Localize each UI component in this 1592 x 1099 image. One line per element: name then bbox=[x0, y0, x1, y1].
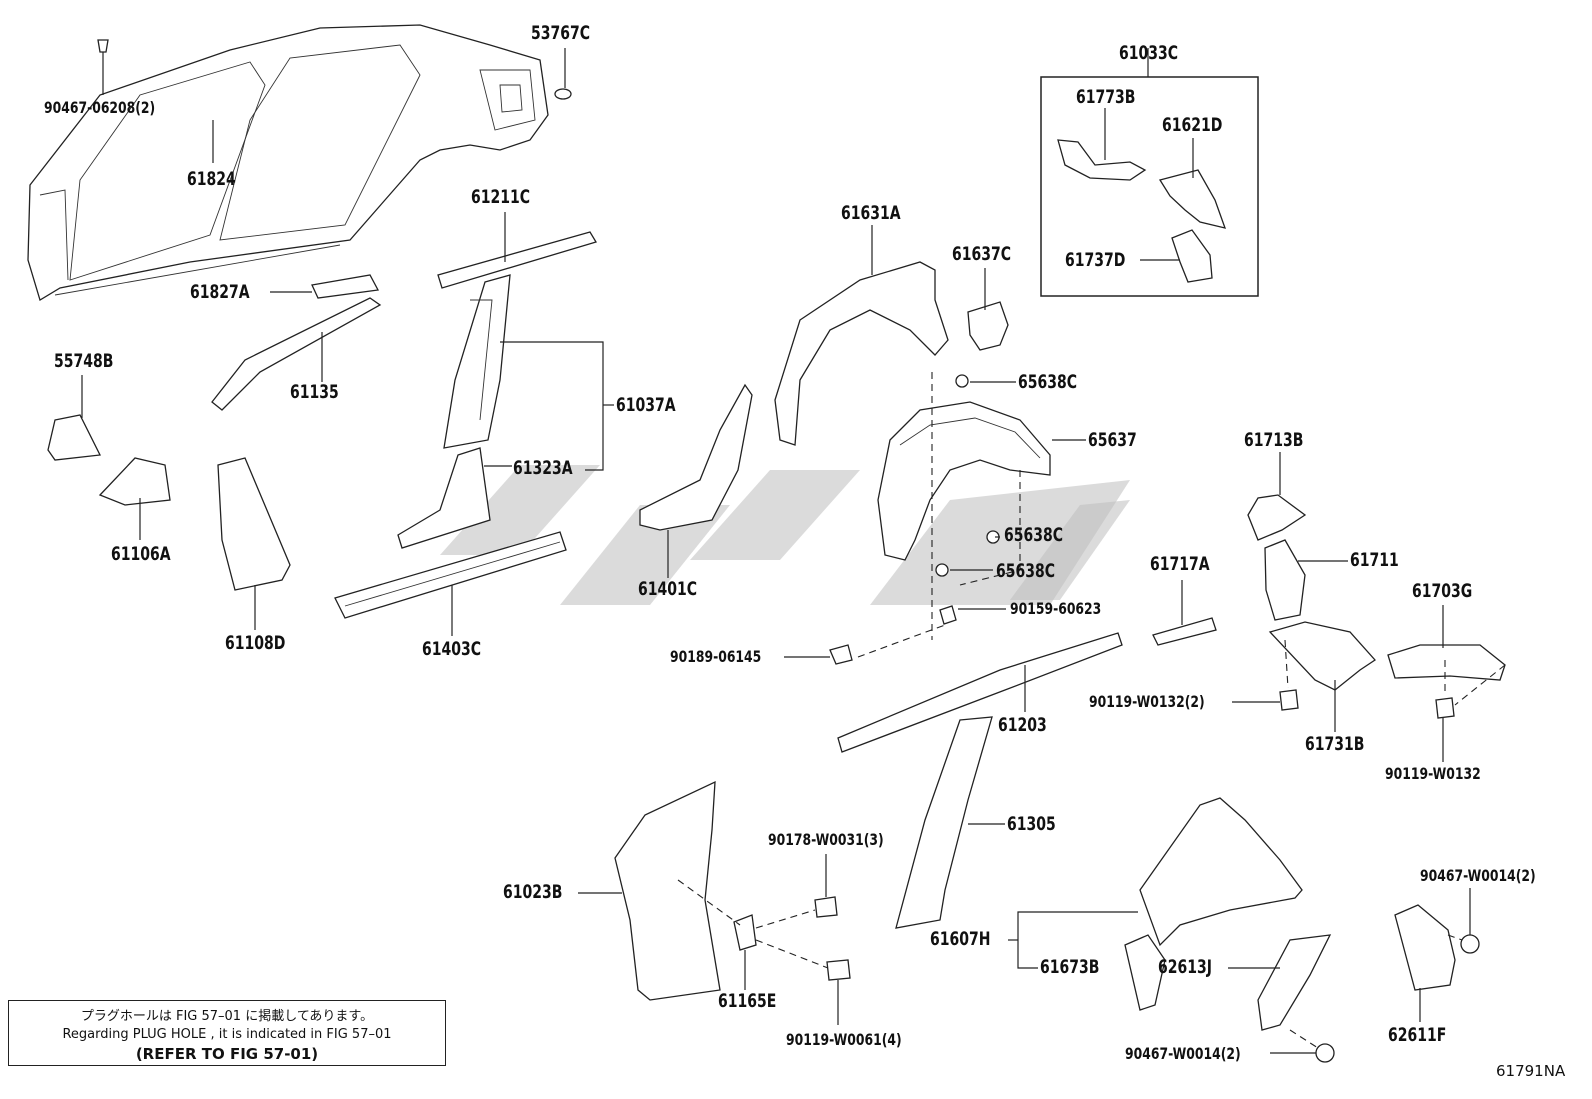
label-61717A: 61717A bbox=[1150, 553, 1210, 575]
label-55748B: 55748B bbox=[54, 350, 114, 372]
part-61305-shape bbox=[895, 716, 993, 929]
part-62611F-shape bbox=[1394, 904, 1456, 991]
label-61637C: 61637C bbox=[952, 243, 1012, 265]
clip-90189-06145-shape bbox=[829, 644, 853, 665]
label-61037A: 61037A bbox=[616, 394, 676, 416]
label-62611F: 62611F bbox=[1388, 1024, 1447, 1046]
label-61711: 61711 bbox=[1350, 549, 1399, 571]
label-65638C-1: 65638C bbox=[1018, 371, 1078, 393]
clip-90467-06208-shape bbox=[97, 39, 109, 53]
part-61203-shape bbox=[837, 632, 1123, 753]
label-90189-06145: 90189-06145 bbox=[670, 647, 762, 666]
bolt-90178-W0031-shape bbox=[814, 896, 838, 918]
label-61203: 61203 bbox=[998, 714, 1047, 736]
label-65638C-3: 65638C bbox=[996, 560, 1056, 582]
part-61108D-shape bbox=[217, 457, 291, 591]
diagram-code: 61791NA bbox=[1496, 1062, 1566, 1080]
note-line-english: Regarding PLUG HOLE , it is indicated in… bbox=[62, 1027, 392, 1042]
label-61135: 61135 bbox=[290, 381, 339, 403]
part-61717A-shape bbox=[1152, 617, 1217, 646]
label-61403C: 61403C bbox=[422, 638, 482, 660]
label-65637: 65637 bbox=[1088, 429, 1137, 451]
part-61323A-shape bbox=[397, 447, 491, 549]
label-90159-60623: 90159-60623 bbox=[1010, 599, 1102, 618]
part-61607H-shape bbox=[1139, 797, 1303, 947]
part-61037A-shape bbox=[443, 274, 511, 449]
note-line-refer: (REFER TO FIG 57-01) bbox=[135, 1045, 319, 1063]
part-61135-shape bbox=[211, 297, 382, 411]
label-61323A: 61323A bbox=[513, 457, 573, 479]
label-61713B: 61713B bbox=[1244, 429, 1304, 451]
label-90467-06208: 90467-06208(2) bbox=[44, 98, 156, 117]
part-61023B-shape bbox=[614, 780, 721, 1001]
bolt-90467-W0014-shape-b bbox=[1315, 1043, 1335, 1063]
part-61731B-shape bbox=[1268, 621, 1376, 691]
label-61673B: 61673B bbox=[1040, 956, 1100, 978]
label-62613J: 62613J bbox=[1158, 956, 1212, 978]
label-61108D: 61108D bbox=[225, 632, 286, 654]
label-61703G: 61703G bbox=[1412, 580, 1473, 602]
label-61023B: 61023B bbox=[503, 881, 563, 903]
label-53767C: 53767C bbox=[531, 22, 591, 44]
part-61737D-shape bbox=[1171, 229, 1213, 283]
label-90178-W0031: 90178-W0031(3) bbox=[768, 830, 884, 849]
part-61401C-shape bbox=[639, 383, 753, 531]
note-line-japanese: プラグホールは FIG 57–01 に掲載してあります。 bbox=[80, 1009, 374, 1024]
part-61711-shape bbox=[1264, 539, 1306, 621]
part-61211C-shape bbox=[437, 231, 597, 289]
part-65637-shape bbox=[877, 401, 1051, 561]
label-61211C: 61211C bbox=[471, 186, 531, 208]
clip-53767C-shape bbox=[554, 88, 572, 100]
label-65638C-2: 65638C bbox=[1004, 524, 1064, 546]
bolt-90119-W0061-shape bbox=[826, 959, 851, 981]
label-90467-W0014-a: 90467-W0014(2) bbox=[1420, 866, 1536, 885]
part-61703G-shape bbox=[1387, 644, 1506, 681]
part-61637C-shape bbox=[967, 301, 1009, 351]
label-90119-W0132: 90119-W0132 bbox=[1385, 764, 1481, 783]
bolt-90119-W0132-shape bbox=[1435, 697, 1455, 719]
label-90119-W0132-2: 90119-W0132(2) bbox=[1089, 692, 1205, 711]
part-55748B-shape bbox=[47, 414, 101, 461]
bolt-90467-W0014-shape-a bbox=[1460, 934, 1480, 954]
bolt-90119-W0132-2-shape bbox=[1279, 689, 1299, 711]
part-61673B-shape bbox=[1124, 934, 1166, 1011]
watermark-logo bbox=[440, 465, 1130, 605]
label-61165E: 61165E bbox=[718, 990, 777, 1012]
clip-65638C-shape-3 bbox=[935, 563, 949, 577]
part-61827A-shape bbox=[311, 274, 380, 299]
part-61621D-shape bbox=[1158, 169, 1227, 229]
label-61824: 61824 bbox=[187, 168, 236, 190]
label-61401C: 61401C bbox=[638, 578, 698, 600]
label-90119-W0061: 90119-W0061(4) bbox=[786, 1030, 902, 1049]
clip-65638C-shape-1 bbox=[955, 374, 969, 388]
leader-lines bbox=[81, 48, 1471, 1054]
label-61106A: 61106A bbox=[111, 543, 171, 565]
part-61106A-shape bbox=[98, 457, 171, 506]
plug-hole-note: プラグホールは FIG 57–01 に掲載してあります。 Regarding P… bbox=[8, 1000, 446, 1066]
part-61631A-shape bbox=[774, 261, 949, 446]
label-61621D: 61621D bbox=[1162, 114, 1223, 136]
label-61773B: 61773B bbox=[1076, 86, 1136, 108]
part-61773B-shape bbox=[1057, 139, 1147, 181]
label-61731B: 61731B bbox=[1305, 733, 1365, 755]
part-61165E-shape bbox=[733, 914, 757, 951]
label-90467-W0014-b: 90467-W0014(2) bbox=[1125, 1044, 1241, 1063]
label-61737D: 61737D bbox=[1065, 249, 1126, 271]
side-outer-panel bbox=[27, 24, 549, 301]
label-61305: 61305 bbox=[1007, 813, 1056, 835]
part-61713B-shape bbox=[1247, 494, 1307, 541]
label-61033C: 61033C bbox=[1119, 42, 1179, 64]
bolt-90159-60623-shape bbox=[939, 605, 957, 625]
kit-61033C-box bbox=[1040, 76, 1259, 297]
label-61827A: 61827A bbox=[190, 281, 250, 303]
part-62613J-shape bbox=[1257, 934, 1332, 1031]
label-61607H: 61607H bbox=[930, 928, 991, 950]
label-61631A: 61631A bbox=[841, 202, 901, 224]
